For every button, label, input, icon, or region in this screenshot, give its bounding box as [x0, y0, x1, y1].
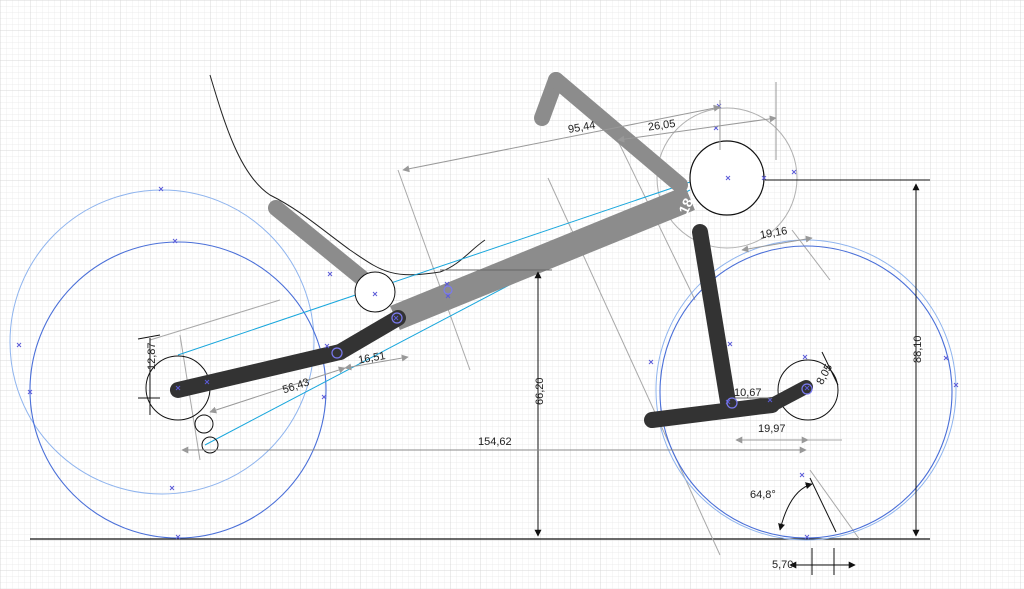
- angle-arc-64-8: [778, 482, 813, 531]
- dim-line-26-05: [617, 115, 777, 143]
- dim-line-8-05: [821, 351, 839, 386]
- seat-pivot-circle: [354, 271, 396, 313]
- dimension-lines: [137, 179, 930, 575]
- fork-bottom: [644, 397, 780, 428]
- front-hub-circle: [777, 359, 839, 421]
- seat-stay: [332, 310, 406, 360]
- dim-label-26-05: 26,05: [647, 118, 676, 134]
- control-points[interactable]: [16, 103, 959, 540]
- dim-label-12-87: 12,87: [146, 342, 158, 370]
- dim-label-19-16: 19,16: [759, 225, 788, 242]
- seat-back-tube: [268, 200, 376, 291]
- dim-label-88-10: 88,10: [912, 335, 924, 363]
- main-boom-tube: [390, 185, 695, 331]
- fork-tube: [692, 224, 736, 410]
- dim-line-56-43: [209, 366, 346, 414]
- dim-label-10-67: 10,67: [734, 387, 762, 399]
- highlighted-joints[interactable]: [331, 285, 813, 409]
- dim-line-16-51: [344, 354, 409, 371]
- dim-label-5-70: 5,70: [772, 559, 793, 571]
- dimension-lines-grey: [209, 82, 813, 444]
- frame-label: 18: [675, 195, 696, 216]
- frame-dark: [170, 224, 813, 428]
- dim-label-66-20: 66,20: [534, 377, 546, 405]
- fork-dropout: [765, 380, 813, 412]
- headset-circle: [689, 140, 765, 216]
- dim-label-154-62: 154,62: [478, 436, 512, 448]
- idler-circle-1: [194, 414, 214, 434]
- dim-label-16-51: 16,51: [357, 350, 386, 367]
- angle-label: 64,8°: [750, 489, 776, 501]
- dim-line-19-16: [741, 235, 813, 253]
- dim-label-19-97: 19,97: [758, 423, 786, 435]
- dim-label-95-44: 95,44: [567, 119, 596, 136]
